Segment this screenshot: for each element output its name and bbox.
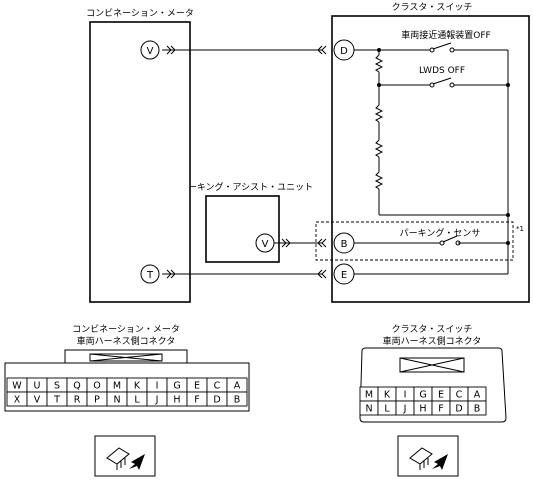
resistor-1 (374, 54, 384, 73)
switch-connector-pin-label: J (403, 404, 407, 415)
vehicle-approach-off-label: 車両接近通報装置OFF (401, 29, 490, 41)
meter-connector-pin-label: J (155, 395, 159, 406)
meter-connector-pin-label: O (93, 381, 100, 392)
parking-sensor-label: パーキング・センサ (400, 227, 481, 239)
meter-pin-t: T (140, 264, 160, 284)
meter-connector-cells: W U S Q O M K I G E C A X V T R P N L J H F D B (6, 377, 248, 407)
meter-connector-pin-label: U (34, 381, 41, 392)
switch-connector-pin-label: G (419, 390, 426, 401)
switch-connector-pin-label: D (455, 404, 462, 415)
switch-pin-b-label: B (341, 239, 348, 250)
meter-connector-pin-label: W (12, 381, 22, 392)
meter-connector-pin-label: N (113, 395, 120, 406)
meter-pin-v-label: V (147, 46, 154, 57)
meter-connector-pin-label: T (53, 395, 60, 406)
meter-pin-v: V (140, 40, 160, 60)
meter-connector-pin-label: F (194, 395, 199, 406)
switch-connector-pin-label: M (365, 390, 373, 401)
resistor-2 (374, 104, 384, 123)
cluster-switch-title: クラスタ・スイッチ (392, 2, 473, 13)
switch-pin-d-label: D (340, 46, 348, 57)
meter-connector-pin-label: Q (73, 381, 80, 392)
parking-assist-unit-box (205, 195, 280, 263)
combination-meter-box (89, 21, 191, 303)
wire-v-to-d (162, 45, 327, 55)
wire-t-to-e (162, 269, 327, 279)
meter-connector-cell (226, 391, 248, 407)
meter-connector-pin-label: G (173, 381, 180, 392)
meter-connector-pin-label: A (234, 381, 241, 392)
vehicle-approach-off-switch (429, 42, 455, 53)
meter-connector-pin-label: C (214, 381, 221, 392)
switch-connector-pin-label: A (474, 390, 481, 401)
meter-connector-pin-label: I (156, 381, 159, 392)
lwds-off-switch (429, 77, 455, 88)
cluster-switch-circuit (354, 48, 510, 275)
meter-connector-title-1: コンビネーション・メータ (72, 324, 180, 335)
connector-view-icon (397, 435, 459, 477)
parking-sensor-region (315, 221, 514, 261)
meter-connector-pin-label: L (134, 395, 140, 406)
wire-unit-v-to-b (274, 238, 327, 248)
meter-connector-pin-label: V (34, 395, 41, 406)
switch-connector-pin-label: K (384, 390, 391, 401)
meter-connector-pin-label: K (134, 381, 141, 392)
resistor-4 (374, 171, 384, 190)
switch-connector-pin-label: H (419, 404, 426, 415)
meter-connector-pin-label: E (194, 381, 200, 392)
switch-connector-pin-label: E (438, 390, 444, 401)
meter-connector-pin-label: B (234, 395, 241, 406)
meter-connector-pin-label: R (74, 395, 81, 406)
parking-sensor-switch (439, 235, 461, 246)
meter-pin-t-label: T (146, 270, 154, 281)
switch-connector-pin-label: C (456, 390, 463, 401)
meter-connector-pin-label: X (14, 395, 21, 406)
switch-connector-title-1: クラスタ・スイッチ (392, 324, 473, 335)
cluster-switch-box (331, 15, 530, 303)
note-mark: *1 (516, 225, 524, 233)
switch-connector-title-2: 車両ハーネス側コネクタ (383, 335, 482, 347)
meter-connector-pin-label: M (113, 381, 121, 392)
meter-connector-pin-label: H (173, 395, 180, 406)
switch-connector-pin-label: I (404, 390, 407, 401)
switch-connector-pin-label: F (438, 404, 443, 415)
meter-connector-pin-label: P (94, 395, 100, 406)
resistor-3 (374, 139, 384, 158)
unit-pin-v: V (255, 233, 275, 253)
switch-connector-pin-label: B (474, 404, 481, 415)
meter-connector: W U S Q O M K I G E C A X V T R P N L J H F D B (4, 349, 250, 412)
switch-connector-cell (467, 400, 487, 416)
switch-connector-pin-label: N (365, 404, 372, 415)
unit-pin-v-label: V (262, 239, 269, 250)
switch-pin-e-label: E (341, 270, 347, 281)
combination-meter-title: コンビネーション・メータ (86, 8, 194, 19)
switch-connector-pin-label: L (384, 404, 390, 415)
connector-view-icon (94, 435, 156, 477)
meter-connector-title-2: 車両ハーネス側コネクタ (77, 335, 176, 347)
parking-assist-unit-title: パーキング・アシスト・ユニット (179, 181, 313, 193)
meter-connector-pin-label: D (213, 395, 220, 406)
meter-connector-pin-label: S (54, 381, 60, 392)
lwds-off-label: LWDS OFF (419, 66, 465, 76)
